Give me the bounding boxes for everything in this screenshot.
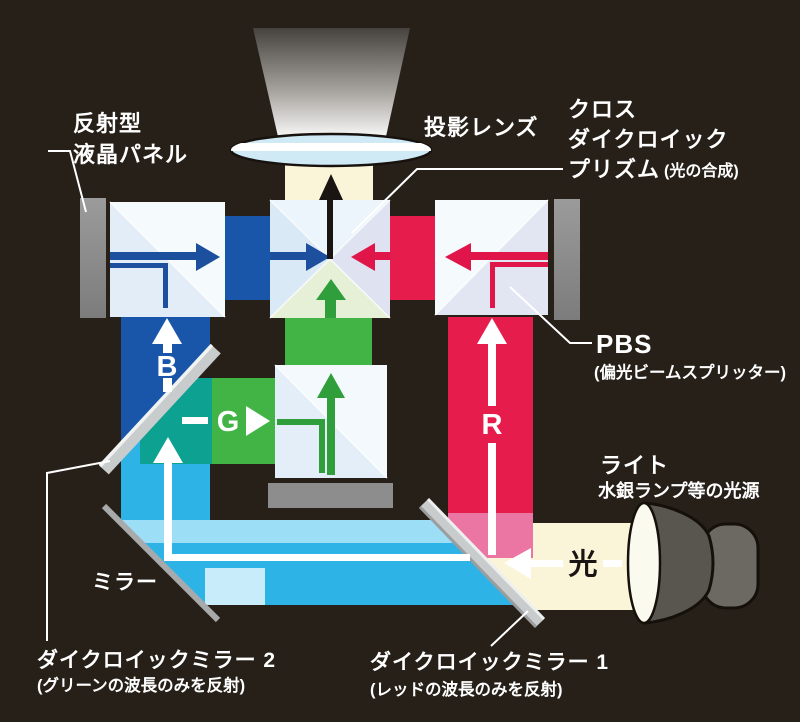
mirror-label: ミラー	[92, 571, 158, 594]
dichroic-mirror-1	[418, 497, 546, 629]
red-connector-beam	[390, 216, 435, 300]
blue-path-branch	[163, 263, 168, 308]
green-column-beam	[285, 316, 372, 366]
lamp-beam-label: 光	[568, 548, 597, 581]
dichroic1-label-note: (レッドの波長のみを反射)	[370, 679, 563, 699]
panel-leader-line	[48, 150, 87, 213]
red-path-branch	[490, 262, 495, 308]
beam-label-b: B	[157, 351, 178, 383]
beam-label-g: G	[217, 406, 240, 438]
red-arrowhead	[351, 243, 375, 271]
red-path-branch	[493, 262, 548, 267]
green-path-branch	[319, 419, 325, 473]
blue-beam-arrow	[152, 318, 182, 392]
teal-mix-region	[140, 378, 212, 464]
cyan-beam-pale-patch	[205, 568, 265, 605]
dichroic1-leader-line	[490, 610, 529, 647]
green-beam-arrow	[182, 406, 270, 436]
prism-label-line3: プリズム	[568, 157, 660, 182]
green-arrowhead	[316, 279, 346, 300]
panel-label-line1: 反射型	[73, 111, 142, 136]
pbs-leader-line	[509, 286, 592, 344]
green-arrow-into-prism	[325, 297, 336, 318]
lamp-beam-arrow	[504, 542, 622, 584]
projection-lens-label: 投影レンズ	[424, 115, 539, 140]
light-label: ライト	[600, 453, 669, 478]
lcd-panel-blue	[80, 198, 106, 318]
pbs-label-note: (偏光ビームスプリッター)	[594, 362, 786, 382]
flat-mirror	[101, 503, 221, 623]
green-path-arrowhead	[317, 373, 345, 398]
lamp	[626, 501, 760, 625]
dichroic-mirror-2	[98, 343, 221, 475]
green-path-main	[327, 396, 335, 475]
pbs-cube-green	[274, 364, 388, 479]
pbs-cube-blue	[109, 201, 226, 318]
dichroic1-label: ダイクロイックミラー 1	[370, 650, 609, 674]
cyan-beam-highlight	[118, 520, 463, 543]
beam-label-r: R	[482, 409, 503, 441]
cyan-beam-arrow	[153, 437, 470, 561]
dichroic2-leader-line	[46, 460, 111, 641]
pbs-label: PBS	[596, 329, 652, 359]
prism-label-note: (光の合成)	[664, 161, 739, 180]
prism-label-line2: ダイクロイック	[568, 127, 729, 152]
blue-arrowhead	[306, 243, 330, 271]
panel-label-line2: 液晶パネル	[73, 142, 188, 167]
dichroic2-label: ダイクロイックミラー 2	[37, 648, 276, 672]
lcd-panel-red	[554, 199, 580, 320]
blue-connector-beam	[225, 216, 270, 300]
prism-leader-line	[351, 168, 563, 234]
blue-path-arrowhead	[196, 243, 220, 271]
red-arrow-into-prism	[374, 252, 390, 260]
dichroic2-label-note: (グリーンの波長のみを反射)	[37, 675, 245, 695]
hikari-halo	[563, 542, 603, 584]
blue-path-branch	[110, 263, 168, 268]
lcd-panel-green	[268, 483, 393, 508]
lamp-face	[626, 501, 662, 625]
green-path-branch	[277, 419, 325, 425]
lamp-reflector	[643, 501, 715, 625]
pbs-cube-red	[434, 199, 549, 316]
blue-path-main	[110, 252, 197, 260]
lens-highlight	[231, 143, 431, 151]
light-label-note: 水銀ランプ等の光源	[598, 480, 759, 501]
red-beam-arrow	[477, 318, 507, 555]
blue-arrow-into-prism	[270, 252, 308, 260]
combined-light-arrow	[319, 174, 343, 259]
red-path-main	[470, 252, 548, 260]
prism-label-line1: クロス	[568, 97, 637, 122]
red-path-arrowhead	[445, 243, 471, 271]
projection-lens	[229, 132, 433, 168]
projection-beam	[253, 28, 410, 141]
